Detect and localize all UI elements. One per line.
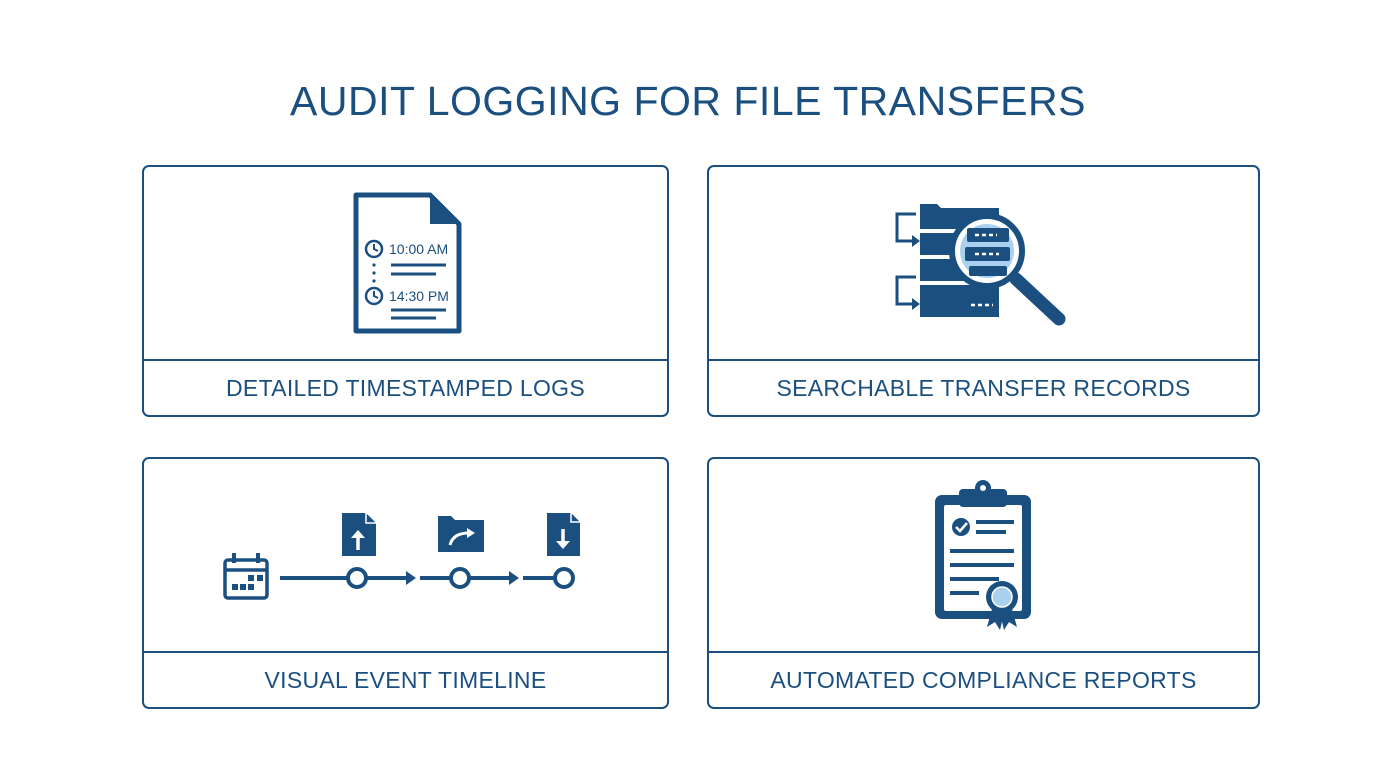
file-upload-icon xyxy=(342,513,376,556)
card-icon-area: 10:00 AM 14:30 PM xyxy=(144,167,667,359)
card-timestamped-logs: 10:00 AM 14:30 PM DETAILED TIMESTAMPED L… xyxy=(142,165,669,417)
timeline-node xyxy=(553,567,575,589)
clip-icon xyxy=(959,480,1007,507)
card-label: DETAILED TIMESTAMPED LOGS xyxy=(226,375,585,401)
timestamped-log-document-icon: 10:00 AM 14:30 PM xyxy=(353,192,462,334)
timeline-node xyxy=(449,567,471,589)
card-divider xyxy=(144,651,667,653)
card-compliance-reports: AUTOMATED COMPLIANCE REPORTS xyxy=(707,457,1260,709)
card-event-timeline: VISUAL EVENT TIMELINE xyxy=(142,457,669,709)
log-time-1: 10:00 AM xyxy=(389,241,448,257)
card-label: SEARCHABLE TRANSFER RECORDS xyxy=(776,375,1191,401)
card-divider xyxy=(709,359,1258,361)
card-divider xyxy=(709,651,1258,653)
card-icon-area xyxy=(709,167,1258,359)
card-label: VISUAL EVENT TIMELINE xyxy=(264,667,547,693)
card-icon-area xyxy=(709,459,1258,651)
card-searchable-records: SEARCHABLE TRANSFER RECORDS xyxy=(707,165,1260,417)
timeline-node xyxy=(346,567,368,589)
event-timeline-icon xyxy=(223,513,580,600)
award-seal-icon xyxy=(986,581,1018,630)
folder-transfer-icon xyxy=(438,516,484,552)
clock-icon xyxy=(364,239,384,259)
magnifier-over-records-icon xyxy=(895,204,1066,326)
card-divider xyxy=(144,359,667,361)
calendar-icon xyxy=(223,553,269,600)
check-icon xyxy=(952,518,970,536)
card-icon-area xyxy=(144,459,667,651)
magnifier-icon xyxy=(949,213,1066,326)
file-download-icon xyxy=(547,513,580,556)
page-title: AUDIT LOGGING FOR FILE TRANSFERS xyxy=(290,78,1086,124)
clock-icon xyxy=(364,286,384,306)
log-time-2: 14:30 PM xyxy=(389,288,449,304)
clipboard-certificate-icon xyxy=(935,480,1031,630)
card-label: AUTOMATED COMPLIANCE REPORTS xyxy=(770,667,1197,693)
